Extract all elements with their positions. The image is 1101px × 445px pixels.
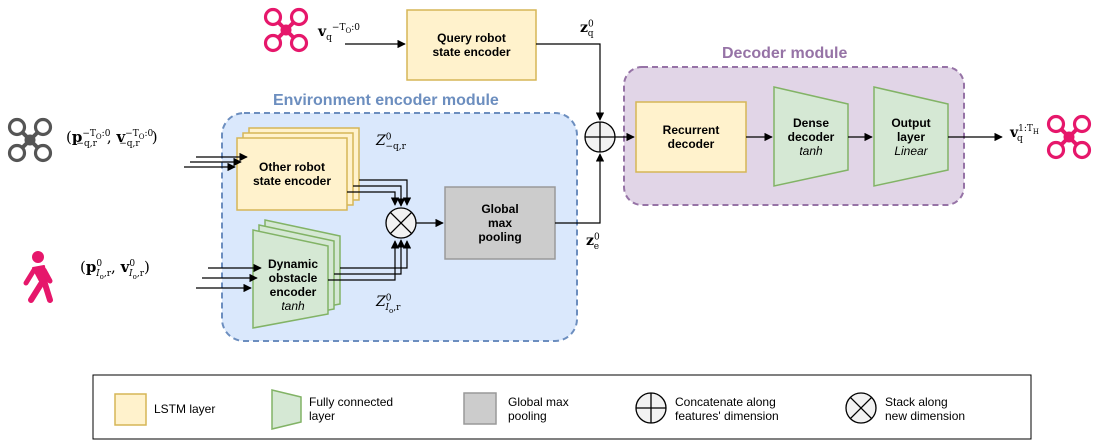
arrow-zq: [536, 43, 605, 121]
arrow-ze: [555, 153, 605, 224]
legend-concat-symbol: [635, 392, 667, 424]
query-robot-encoder-block: [406, 9, 537, 81]
decoder-module-title: Decoder module: [722, 45, 848, 62]
quadrotor-icon: [1046, 114, 1092, 160]
environment-encoder-module-title: Environment encoder module: [273, 92, 499, 109]
legend-gmp-swatch: [463, 392, 497, 425]
quadrotor-icon: [7, 117, 53, 163]
arrow-obstacle-out-2: [334, 239, 406, 275]
dense-decoder-block: [773, 86, 849, 187]
arrow-other-out-3: [347, 191, 400, 206]
legend-lstm-label: LSTM layer: [154, 402, 216, 416]
arrow-obstacle-out-1: [340, 240, 412, 269]
pedestrian-icon: [23, 251, 53, 303]
Z-other-math: Z0−q,r: [376, 132, 406, 152]
arrow-other-out-1: [359, 179, 412, 206]
arrow-obstacle-out-3: [328, 240, 400, 281]
other-robot-input-math: (p−TO:0−q,r, v−TO:0−q,r): [66, 128, 158, 149]
global-max-pooling-block: [444, 186, 556, 260]
ze-math: z0e: [586, 232, 600, 252]
concatenate-operator: [584, 121, 616, 153]
quadrotor-icon: [263, 7, 309, 53]
zq-math: z0q: [580, 19, 594, 39]
obstacle-input-math: (p0Io,r, v0Io,r): [80, 258, 150, 281]
obstacle-encoder-block: [252, 229, 329, 329]
legend-fc-swatch: [271, 389, 302, 430]
query-input-math: vq−TO:0: [318, 23, 360, 43]
recurrent-decoder-block: [635, 101, 747, 173]
other-robot-encoder-block: [236, 137, 348, 211]
legend-lstm-swatch: [114, 393, 147, 426]
arrow-other-out-2: [353, 185, 406, 207]
legend-stack-symbol: [845, 392, 877, 424]
Z-obstacle-math: Z0Io,r: [376, 293, 401, 315]
stack-operator: [385, 207, 417, 239]
output-layer-block: [873, 86, 949, 187]
output-math: v1:THq: [1010, 124, 1040, 144]
